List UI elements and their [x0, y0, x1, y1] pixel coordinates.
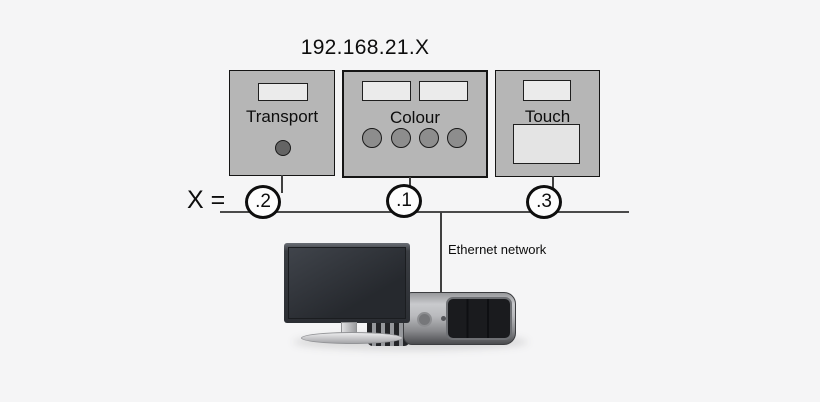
- device-label: Transport: [245, 107, 319, 126]
- monitor: [284, 243, 410, 323]
- ethernet-network-label: Ethernet network: [448, 242, 547, 257]
- ethernet-drop-line: [440, 212, 442, 297]
- touch-panel-icon: [513, 124, 580, 164]
- computer-tower: [403, 292, 516, 345]
- power-button-icon: [417, 312, 432, 327]
- wire-stub-transport: [281, 175, 283, 193]
- address-circle-colour: .1: [386, 184, 422, 218]
- device-box-touch: Touch: [495, 70, 600, 177]
- display-icon: [523, 80, 571, 101]
- indicator-dot-icon: [441, 316, 446, 321]
- knob-icon: [447, 128, 467, 148]
- display-icon: [419, 81, 468, 101]
- device-label: Touch: [524, 107, 571, 126]
- x-equals-label: X =: [187, 186, 226, 214]
- display-icon: [258, 83, 308, 101]
- knob-icon: [275, 140, 291, 156]
- knob-icon: [362, 128, 382, 148]
- device-label: Colour: [389, 108, 441, 127]
- display-icon: [362, 81, 411, 101]
- subnet-title: 192.168.21.X: [300, 36, 430, 59]
- device-box-transport: Transport: [229, 70, 335, 176]
- wire-stub-colour: [409, 177, 411, 187]
- device-box-colour: Colour: [342, 70, 488, 178]
- knob-icon: [391, 128, 411, 148]
- address-circle-transport: .2: [245, 185, 281, 219]
- address-circle-touch: .3: [526, 185, 562, 219]
- monitor-base: [301, 332, 403, 344]
- ethernet-bus-line: [220, 211, 629, 213]
- drive-bay-panel: [446, 297, 512, 340]
- monitor-screen: [288, 247, 406, 319]
- wire-stub-touch: [552, 176, 554, 189]
- knob-icon: [419, 128, 439, 148]
